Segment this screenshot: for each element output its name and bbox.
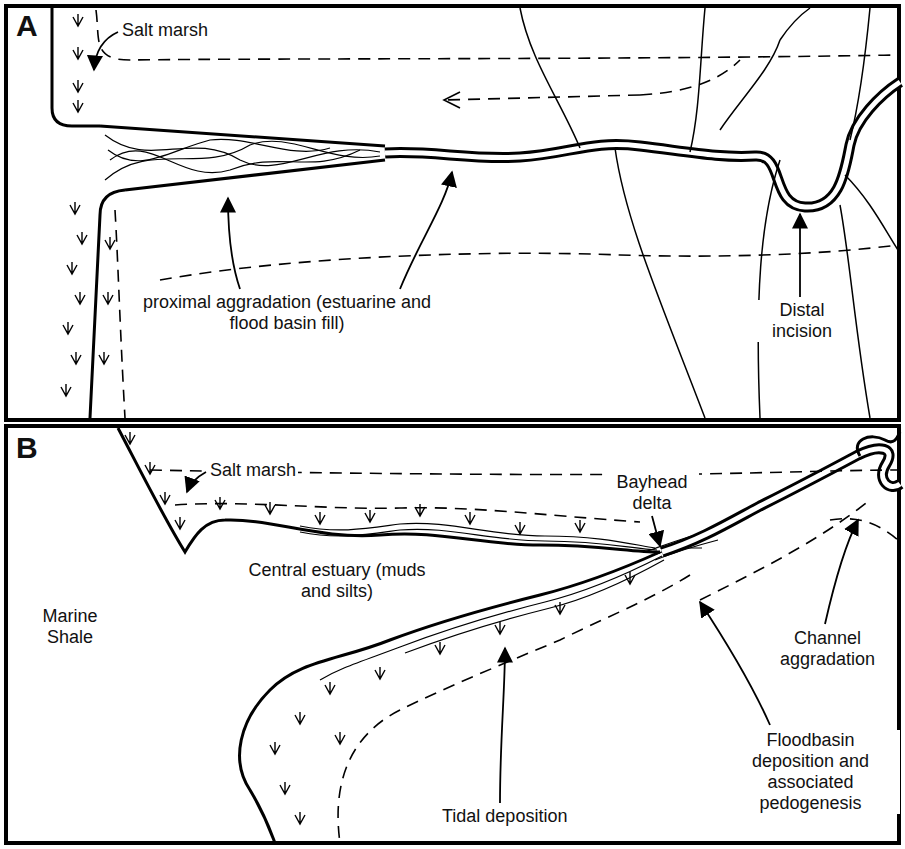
marsh-symbol <box>575 520 585 532</box>
marsh-symbol <box>295 812 305 824</box>
marsh-symbol <box>435 642 445 654</box>
marsh-symbol <box>160 492 170 504</box>
marsh-symbol <box>103 292 113 304</box>
marsh-symbol <box>555 602 565 614</box>
marsh-symbol <box>73 14 83 26</box>
marsh-symbol <box>315 512 325 524</box>
marsh-symbol <box>61 384 71 396</box>
marsh-symbol <box>515 522 525 534</box>
marsh-symbol <box>175 517 185 529</box>
panel-letter: A <box>14 10 40 42</box>
marsh-symbol <box>73 47 83 59</box>
map-label: Floodbasin deposition and associated ped… <box>721 730 900 814</box>
marsh-symbol <box>99 352 109 364</box>
marsh-symbol <box>125 432 135 444</box>
marsh-symbol <box>265 502 275 514</box>
map-label: Distal incision <box>755 300 849 342</box>
marsh-symbol <box>67 262 77 274</box>
marsh-symbol <box>335 732 345 744</box>
marsh-symbol <box>70 202 80 214</box>
marsh-symbol <box>295 712 305 724</box>
map-label: Central estuary (muds and silts) <box>245 560 429 602</box>
map-label: Marine Shale <box>28 606 112 648</box>
marsh-symbol <box>415 504 425 516</box>
marsh-symbol <box>495 622 505 634</box>
marsh-symbol <box>77 232 87 244</box>
marsh-symbol <box>375 667 385 679</box>
marsh-symbol <box>63 322 73 334</box>
panel-letter: B <box>14 432 40 464</box>
marsh-symbol <box>270 742 280 754</box>
map-label: Tidal deposition <box>440 806 569 827</box>
marsh-symbol <box>365 510 375 522</box>
marsh-symbol <box>465 512 475 524</box>
marsh-symbol <box>215 497 225 509</box>
map-label: Channel aggradation <box>768 628 887 670</box>
marsh-symbol <box>325 682 335 694</box>
map-label: Salt marsh <box>120 20 210 41</box>
map-label: Bayhead delta <box>605 472 699 514</box>
marsh-symbol <box>75 292 85 304</box>
marsh-symbol <box>280 782 290 794</box>
marsh-symbol <box>73 100 83 112</box>
marsh-symbol <box>145 462 155 474</box>
map-label: Salt marsh <box>208 460 298 481</box>
map-label: proximal aggradation (estuarine and floo… <box>130 292 444 334</box>
marsh-symbol <box>625 572 635 584</box>
marsh-symbol <box>73 80 83 92</box>
marsh-symbol <box>71 352 81 364</box>
marsh-symbol <box>105 237 115 249</box>
